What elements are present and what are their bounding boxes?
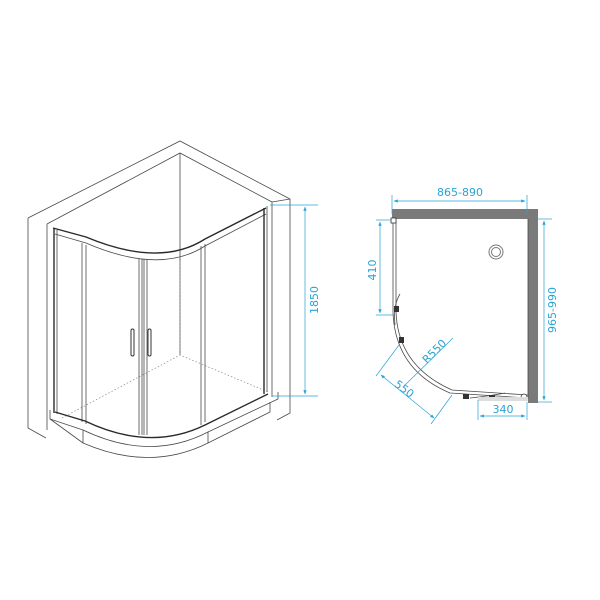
right-wall (528, 209, 538, 403)
height-dim-label: 1850 (308, 286, 321, 314)
door-panels (81, 243, 206, 435)
width-dimension: 865-890 (391, 186, 528, 214)
enclosure-outline (392, 219, 529, 399)
walls (27, 140, 291, 439)
plan-view: 865-890 965-990 410 R550 550 (366, 186, 559, 425)
fixed-panel-dim-label: 410 (366, 260, 379, 281)
door-opening-dim-label: 550 (392, 378, 417, 401)
shower-tray (49, 392, 279, 458)
frame-posts (53, 206, 268, 414)
drain-icon (488, 244, 504, 260)
depth-dimension: 965-990 (538, 218, 559, 403)
top-rail (52, 207, 267, 261)
bottom-fixed-dimension: 340 (477, 400, 528, 420)
door-rollers (390, 217, 528, 401)
depth-dim-label: 965-990 (546, 287, 559, 333)
bottom-fixed-dim-label: 340 (493, 403, 514, 416)
door-handles (130, 328, 152, 357)
fixed-panel-dimension: 410 (366, 219, 394, 316)
isometric-view: 1850 (27, 140, 321, 458)
radius-dim-label: R550 (420, 337, 449, 366)
top-wall (392, 209, 538, 219)
height-dimension: 1850 (270, 204, 321, 397)
bottom-strip (478, 397, 528, 401)
width-dim-label: 865-890 (437, 186, 483, 199)
floor-hidden-lines (61, 262, 269, 419)
radius-dimension: R550 (402, 337, 454, 388)
